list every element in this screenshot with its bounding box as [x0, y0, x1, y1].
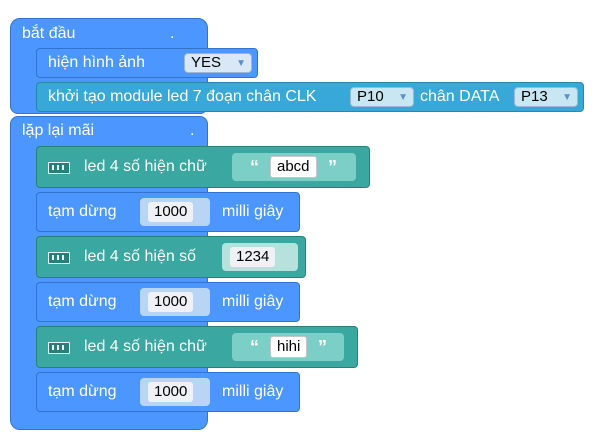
- led-number-value[interactable]: 1234: [230, 247, 276, 267]
- pause-label: tạm dừng: [48, 203, 117, 220]
- data-pin-value: P13: [521, 88, 548, 105]
- quote-icon: “: [250, 157, 259, 177]
- data-pin-dropdown[interactable]: P13 ▼: [514, 87, 578, 107]
- text-value-abcd[interactable]: abcd: [270, 156, 317, 178]
- led-show-text-label: led 4 số hiện chữ: [84, 338, 207, 355]
- pause-number-value[interactable]: 1000: [148, 202, 194, 222]
- clk-pin-dropdown[interactable]: P10 ▼: [350, 87, 414, 107]
- pause-number-slot[interactable]: 1000: [140, 378, 210, 406]
- pause-unit-label: milli giây: [222, 293, 284, 310]
- led-display-icon: [48, 162, 70, 174]
- dropdown-caret-icon: ▼: [398, 92, 408, 103]
- data-pin-label: chân DATA: [420, 88, 500, 105]
- pause-number-slot[interactable]: 1000: [140, 198, 210, 226]
- pause-unit-label: milli giây: [222, 383, 284, 400]
- init-module-block[interactable]: [36, 82, 584, 112]
- dropdown-caret-icon: ▼: [562, 92, 572, 103]
- show-image-dropdown[interactable]: YES ▼: [184, 53, 252, 73]
- led-display-icon: [48, 342, 70, 354]
- pause-number-value[interactable]: 1000: [148, 382, 194, 402]
- start-block-label: bắt đầu: [22, 25, 76, 42]
- forever-loop-dot: .: [190, 122, 195, 139]
- text-value-hihi[interactable]: hihi: [270, 336, 308, 358]
- text-string-slot[interactable]: “ abcd ”: [232, 153, 356, 181]
- led-show-text-label: led 4 số hiện chữ: [84, 158, 207, 175]
- pause-unit-label: milli giây: [222, 203, 284, 220]
- pause-number-value[interactable]: 1000: [148, 292, 194, 312]
- led-display-icon: [48, 252, 70, 264]
- start-block-dot: .: [170, 25, 175, 42]
- text-string-slot[interactable]: “ hihi ”: [232, 333, 344, 361]
- clk-pin-value: P10: [357, 88, 384, 105]
- quote-icon: “: [250, 337, 259, 357]
- show-image-value: YES: [191, 54, 222, 71]
- forever-loop-label: lặp lại mãi: [22, 122, 95, 139]
- pause-label: tạm dừng: [48, 383, 117, 400]
- quote-icon: ”: [328, 157, 337, 177]
- quote-icon: ”: [318, 337, 327, 357]
- init-module-label: khởi tạo module led 7 đoạn chân CLK: [48, 88, 317, 105]
- led-show-number-label: led 4 số hiện số: [84, 248, 197, 265]
- pause-number-slot[interactable]: 1000: [140, 288, 210, 316]
- led-number-slot[interactable]: 1234: [222, 243, 298, 271]
- dropdown-caret-icon: ▼: [236, 58, 246, 69]
- pause-label: tạm dừng: [48, 293, 117, 310]
- show-image-label: hiện hình ảnh: [48, 54, 145, 71]
